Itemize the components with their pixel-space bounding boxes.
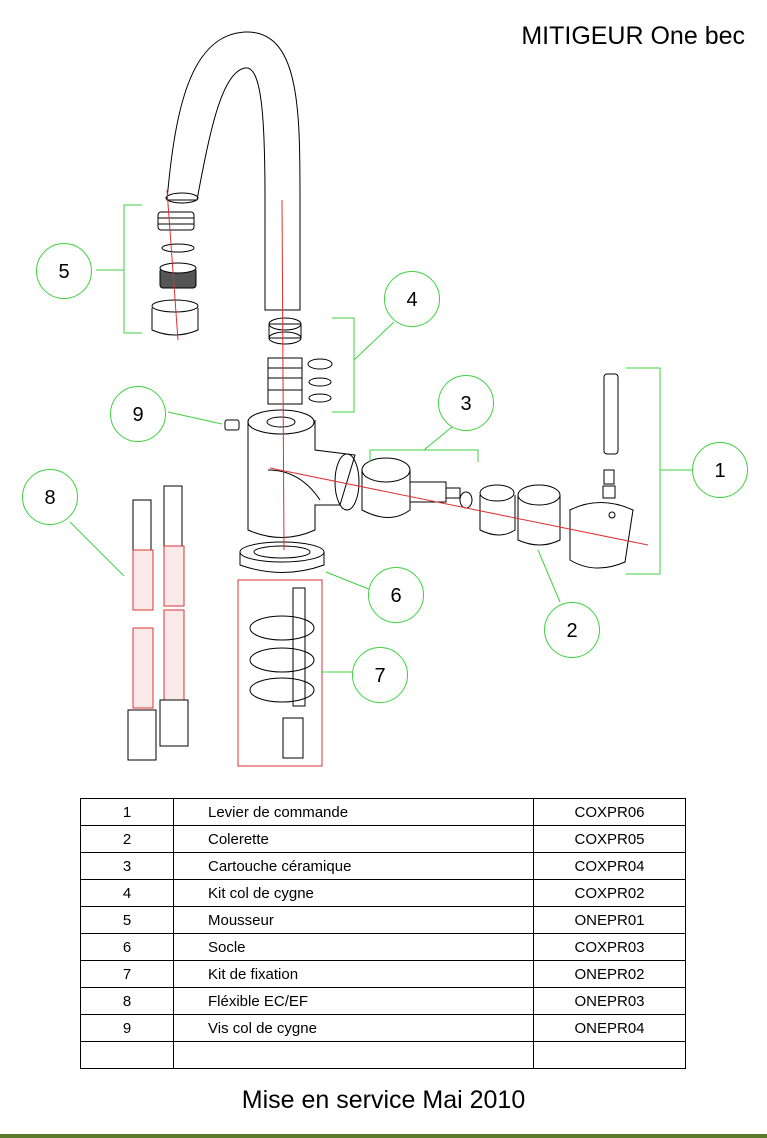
part-reference: COXPR02 <box>533 879 686 907</box>
callout-7: 7 <box>352 647 408 703</box>
callout-4: 4 <box>384 271 440 327</box>
part-name: Fléxible EC/EF <box>173 987 534 1015</box>
bottom-border <box>0 1134 767 1138</box>
gooseneck-spout <box>166 31 301 311</box>
part-name: Colerette <box>173 825 534 853</box>
callout-6: 6 <box>368 567 424 623</box>
fixing-kit <box>237 579 323 767</box>
part-name: Vis col de cygne <box>173 1014 534 1042</box>
diagram-title: MITIGEUR One bec <box>521 22 745 50</box>
part-reference: ONEPR02 <box>533 960 686 988</box>
collar-colerette <box>517 484 561 546</box>
ceramic-cartridge <box>361 457 516 536</box>
callout-3: 3 <box>438 375 494 431</box>
part-reference: ONEPR01 <box>533 906 686 934</box>
part-number: 7 <box>80 960 174 988</box>
part-reference: ONEPR03 <box>533 987 686 1015</box>
footer-service-date: Mise en service Mai 2010 <box>241 1086 526 1114</box>
part-reference <box>533 1041 686 1069</box>
part-reference: COXPR06 <box>533 798 686 826</box>
callout-8: 8 <box>22 469 78 525</box>
part-name <box>173 1041 534 1069</box>
part-reference: COXPR03 <box>533 933 686 961</box>
aerator-parts <box>151 211 199 336</box>
exploded-view-diagram <box>69 31 692 767</box>
part-number: 1 <box>80 798 174 826</box>
lever-handle <box>569 373 634 569</box>
callout-5: 5 <box>36 243 92 299</box>
part-number: 2 <box>80 825 174 853</box>
part-reference: COXPR05 <box>533 825 686 853</box>
gooseneck-kit <box>267 317 333 405</box>
part-name: Socle <box>173 933 534 961</box>
gooseneck-screw <box>224 419 240 431</box>
part-number: 8 <box>80 987 174 1015</box>
callout-9: 9 <box>110 386 166 442</box>
table-row-empty <box>80 1041 686 1069</box>
part-number: 6 <box>80 933 174 961</box>
part-number: 4 <box>80 879 174 907</box>
part-number: 5 <box>80 906 174 934</box>
part-number: 9 <box>80 1014 174 1042</box>
callout-2: 2 <box>544 602 600 658</box>
part-reference: COXPR04 <box>533 852 686 880</box>
part-name: Kit de fixation <box>173 960 534 988</box>
base-socle <box>239 541 325 573</box>
part-number: 3 <box>80 852 174 880</box>
part-reference: ONEPR04 <box>533 1014 686 1042</box>
callout-1: 1 <box>692 442 748 498</box>
part-number <box>80 1041 174 1069</box>
flexible-hoses <box>127 485 189 761</box>
part-name: Kit col de cygne <box>173 879 534 907</box>
part-name: Cartouche céramique <box>173 852 534 880</box>
part-name: Levier de commande <box>173 798 534 826</box>
mixer-body <box>247 409 360 538</box>
part-name: Mousseur <box>173 906 534 934</box>
